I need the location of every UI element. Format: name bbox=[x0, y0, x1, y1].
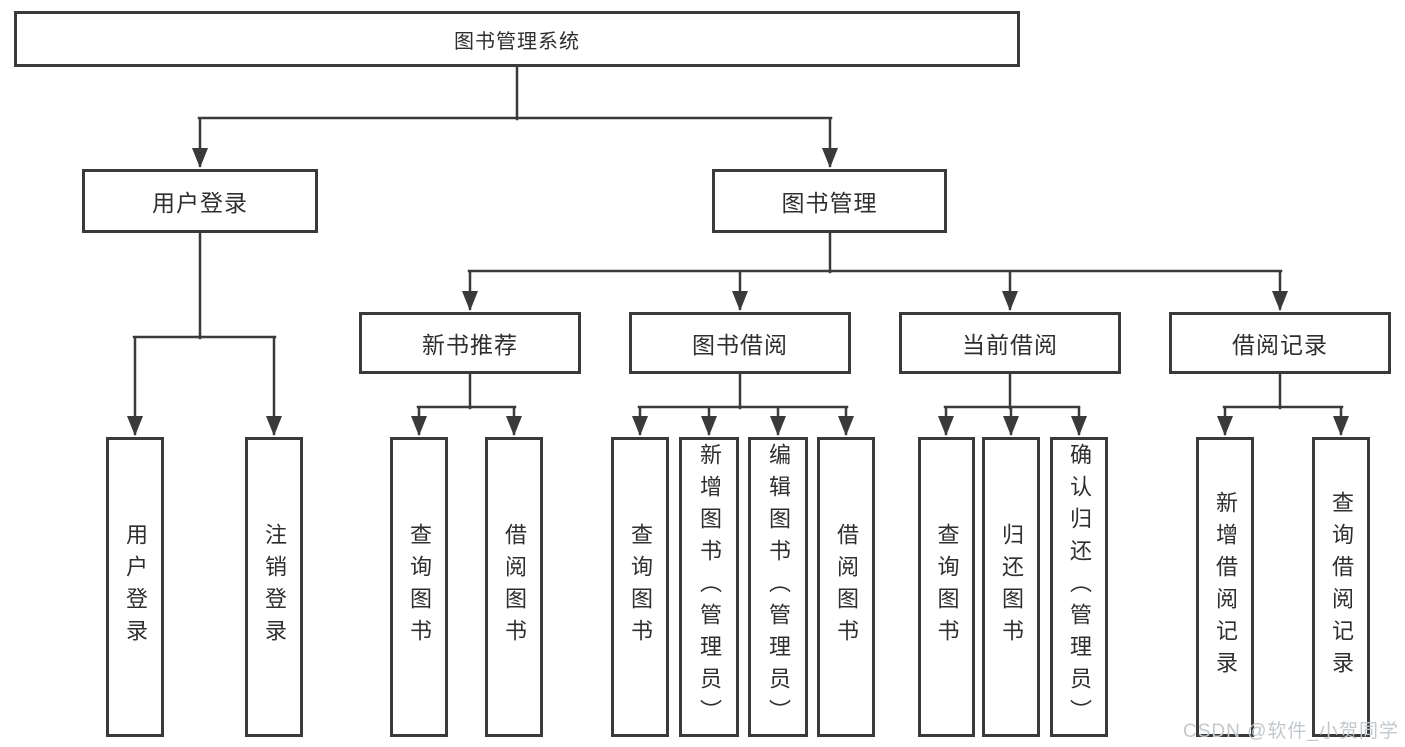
node-user-login-label: 用户登录 bbox=[152, 190, 248, 216]
node-book-management-label: 图书管理 bbox=[781, 190, 878, 216]
node-book-borrowing-label: 图书借阅 bbox=[692, 332, 788, 358]
leaf-add-books-admin-label: 新增图书（管理员） bbox=[697, 443, 722, 731]
leaf-add-borrow-record-label: 新增借阅记录 bbox=[1213, 491, 1238, 683]
node-new-book-recommend-label: 新书推荐 bbox=[422, 332, 518, 358]
leaf-edit-books-admin-label: 编辑图书（管理员） bbox=[766, 443, 791, 731]
arrow-lines bbox=[127, 118, 1349, 436]
trunk-lines bbox=[132, 65, 1344, 410]
leaf-logout: 注销登录 bbox=[245, 437, 303, 737]
leaf-edit-books-admin: 编辑图书（管理员） bbox=[748, 437, 808, 737]
leaf-query-borrow-record: 查询借阅记录 bbox=[1312, 437, 1370, 737]
leaf-query-books-borrowing: 查询图书 bbox=[611, 437, 669, 737]
node-user-login: 用户登录 bbox=[82, 169, 318, 233]
leaf-borrow-books-recommend-label: 借阅图书 bbox=[502, 523, 527, 651]
leaf-return-books: 归还图书 bbox=[982, 437, 1040, 737]
leaf-query-books-recommend-label: 查询图书 bbox=[407, 523, 432, 651]
node-borrowing-records: 借阅记录 bbox=[1169, 312, 1391, 374]
leaf-user-login-label: 用户登录 bbox=[123, 523, 148, 651]
leaf-query-books-current: 查询图书 bbox=[918, 437, 975, 737]
leaf-query-books-recommend: 查询图书 bbox=[390, 437, 448, 737]
leaf-query-borrow-record-label: 查询借阅记录 bbox=[1329, 491, 1354, 683]
leaf-query-books-current-label: 查询图书 bbox=[934, 523, 960, 651]
node-book-borrowing: 图书借阅 bbox=[629, 312, 851, 374]
node-book-management: 图书管理 bbox=[712, 169, 947, 233]
leaf-add-borrow-record: 新增借阅记录 bbox=[1196, 437, 1254, 737]
node-borrowing-records-label: 借阅记录 bbox=[1232, 332, 1328, 358]
leaf-add-books-admin: 新增图书（管理员） bbox=[679, 437, 739, 737]
node-current-borrowing: 当前借阅 bbox=[899, 312, 1121, 374]
node-root: 图书管理系统 bbox=[14, 11, 1020, 67]
leaf-confirm-return-admin-label: 确认归还（管理员） bbox=[1067, 443, 1092, 731]
node-new-book-recommend: 新书推荐 bbox=[359, 312, 581, 374]
leaf-borrow-books-borrowing: 借阅图书 bbox=[817, 437, 875, 737]
leaf-borrow-books-borrowing-label: 借阅图书 bbox=[834, 523, 859, 651]
node-root-label: 图书管理系统 bbox=[454, 30, 580, 53]
leaf-borrow-books-recommend: 借阅图书 bbox=[485, 437, 543, 737]
leaf-user-login: 用户登录 bbox=[106, 437, 164, 737]
leaf-logout-label: 注销登录 bbox=[262, 523, 287, 651]
leaf-query-books-borrowing-label: 查询图书 bbox=[628, 523, 653, 651]
node-current-borrowing-label: 当前借阅 bbox=[962, 332, 1058, 358]
csdn-watermark: CSDN @软件_小贺同学 bbox=[1183, 721, 1399, 742]
leaf-return-books-label: 归还图书 bbox=[999, 523, 1024, 651]
leaf-confirm-return-admin: 确认归还（管理员） bbox=[1050, 437, 1108, 737]
